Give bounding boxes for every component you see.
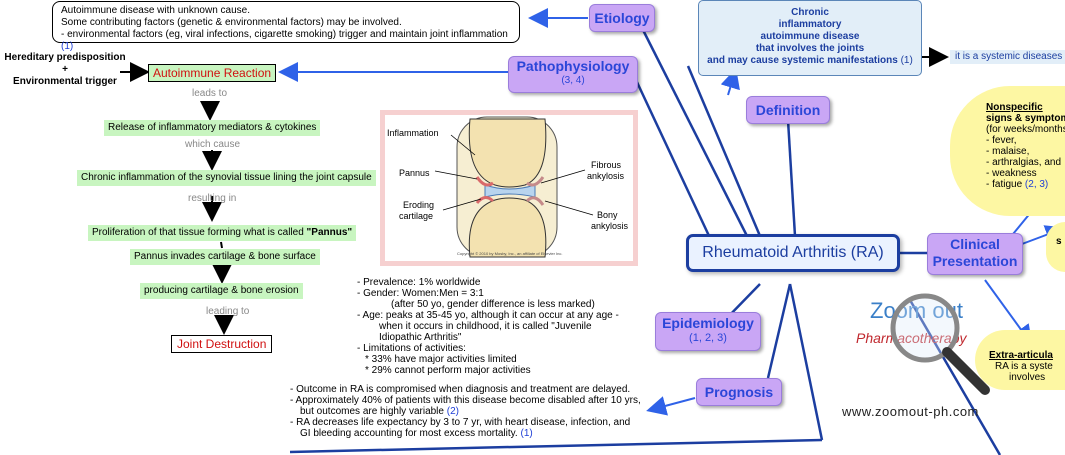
label-bony-ankylosis: ankylosis — [591, 221, 629, 231]
nonspecific-bubble: Nonspecific signs & symptom (for weeks/m… — [950, 86, 1065, 216]
clinical-presentation-node[interactable]: Clinical Presentation — [927, 233, 1023, 275]
hereditary-label: Hereditary predisposition + Environmenta… — [4, 52, 126, 87]
joint-illustration: Inflammation Pannus Eroding cartilage Fi… — [380, 110, 638, 266]
center-node[interactable]: Rheumatoid Arthritis (RA) — [686, 234, 900, 272]
prognosis-node[interactable]: Prognosis — [696, 378, 782, 406]
epidemiology-text: - Prevalence: 1% worldwide - Gender: Wom… — [357, 277, 619, 376]
nonspecific-line-1: (for weeks/months — [986, 124, 1065, 135]
nonspecific-line-2: - fever, — [986, 135, 1017, 146]
prognosis-text: - Outcome in RA is compromised when diag… — [290, 384, 641, 439]
label-fibrous: Fibrous — [591, 160, 622, 170]
pharmacotherapy-logo-text: Pharmacotherapy — [856, 330, 967, 346]
nonspecific-line-5: - weakness — [986, 168, 1037, 179]
extra-articular-title: Extra-articula — [989, 350, 1053, 361]
etiology-text-1: Autoimmune disease with unknown cause. — [61, 5, 250, 16]
step-synovial: Chronic inflammation of the synovial tis… — [77, 170, 376, 186]
etiology-text-2: Some contributing factors (genetic & env… — [61, 17, 402, 28]
pathophysiology-node[interactable]: Pathophysiology (3, 4) — [508, 56, 638, 93]
magnifier-icon — [885, 290, 995, 400]
label-cartilage: cartilage — [399, 211, 434, 221]
joint-drawing — [434, 116, 594, 258]
website-url: www.zoomout-ph.com — [842, 404, 979, 419]
label-bony: Bony — [597, 210, 618, 220]
definition-side-note: it is a systemic diseases — [950, 50, 1065, 64]
clinical-fragment-bubble: s — [1046, 222, 1065, 272]
label-fibrous-ankylosis: ankylosis — [587, 171, 625, 181]
autoimmune-reaction-box: Autoimmune Reaction — [148, 64, 277, 82]
definition-box: Chronic inflammatory autoimmune disease … — [698, 0, 922, 76]
nonspecific-line-4: - arthralgias, and — [986, 157, 1062, 168]
extra-articular-line-2: involves — [1009, 372, 1046, 383]
step-erosion: producing cartilage & bone erosion — [140, 283, 303, 299]
step-mediators: Release of inflammatory mediators & cyto… — [104, 120, 321, 136]
step-pannus: Proliferation of that tissue forming wha… — [88, 225, 357, 241]
label-eroding: Eroding — [403, 200, 435, 210]
connector-leads-to: leads to — [192, 88, 228, 99]
joint-destruction-box: Joint Destruction — [171, 335, 273, 353]
etiology-node[interactable]: Etiology — [589, 4, 655, 32]
illustration-copyright: Copyright © 2010 by Mosby, Inc., an affi… — [457, 251, 563, 256]
label-pannus: Pannus — [399, 168, 430, 178]
definition-node[interactable]: Definition — [746, 96, 830, 124]
etiology-text-3: - environmental factors (eg, viral infec… — [61, 29, 508, 52]
nonspecific-line-3: - malaise, — [986, 146, 1030, 157]
connector-leading-to: leading to — [206, 306, 250, 317]
connector-resulting-in: resulting in — [188, 193, 237, 204]
etiology-box: Autoimmune disease with unknown cause. S… — [52, 1, 520, 52]
extra-articular-bubble: Extra-articula RA is a syste involves — [975, 330, 1065, 390]
epidemiology-node[interactable]: Epidemiology (1, 2, 3) — [655, 312, 761, 351]
nonspecific-subtitle: signs & symptom — [986, 113, 1065, 124]
label-inflammation: Inflammation — [387, 128, 439, 138]
nonspecific-line-6: - fatigue (2, 3) — [986, 179, 1049, 190]
step-invades: Pannus invades cartilage & bone surface — [130, 249, 320, 265]
nonspecific-title: Nonspecific — [986, 102, 1043, 113]
connector-which-cause: which cause — [185, 139, 241, 150]
extra-articular-line-1: RA is a syste — [995, 361, 1053, 372]
